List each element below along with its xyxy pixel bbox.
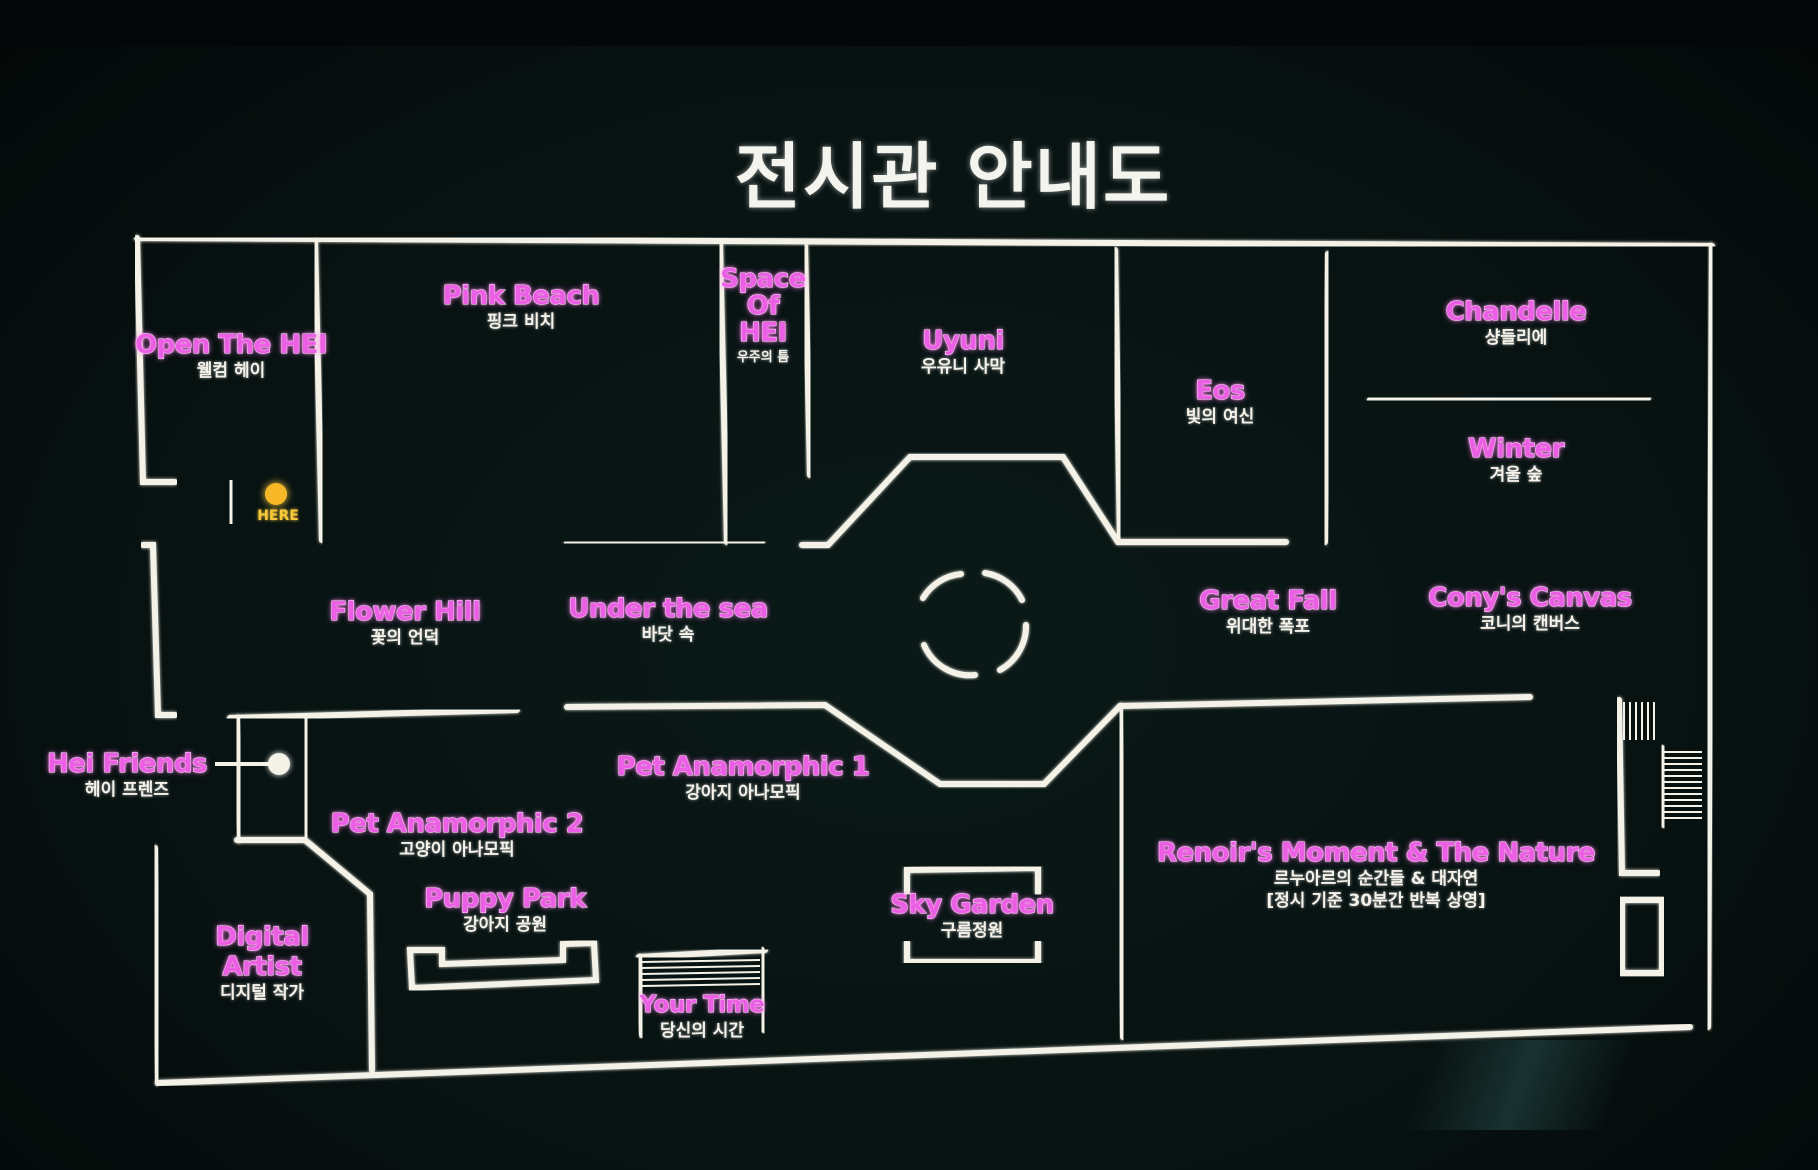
room-renoirs-moment: Renoir's Moment & The Nature 르누아르의 순간들 &… (1156, 838, 1596, 912)
room-name: Cony's Canvas (1428, 583, 1633, 614)
room-name-ko: 웰컴 헤이 (196, 361, 266, 381)
room-your-time: Your Time 당신의 시간 (639, 990, 765, 1042)
room-name: Pet Anamorphic 2 (330, 809, 584, 840)
room-name-ko: 강아지 공원 (462, 915, 548, 935)
room-name-ko: 당신의 시간 (659, 1021, 745, 1041)
room-eos: Eos 빛의 여신 (1186, 376, 1254, 428)
floor-reflection (1403, 1040, 1637, 1130)
room-name-ko: 헤이 프렌즈 (84, 780, 170, 800)
room-puppy-park: Puppy Park 강아지 공원 (424, 884, 587, 936)
stairs-your-time (641, 959, 761, 987)
room-name-ko: 코니의 캔버스 (1480, 614, 1580, 634)
room-name: Open The HEI (134, 330, 328, 361)
room-name: Artist (222, 952, 303, 983)
room-winter: Winter 겨울 숲 (1468, 434, 1566, 486)
you-are-here-icon (265, 483, 287, 505)
room-chandelle: Chandelle 샹들리에 (1445, 297, 1587, 349)
room-hei-friends: Hei Friends 헤이 프렌즈 (47, 749, 208, 801)
room-flower-hill: Flower Hill 꽃의 언덕 (329, 597, 482, 649)
room-name-ko: 꽃의 언덕 (370, 628, 440, 648)
room-uyuni: Uyuni 우유니 사막 (921, 326, 1005, 378)
room-open-the-hei: Open The HEI 웰컴 헤이 (134, 330, 328, 382)
room-name: HEI (739, 318, 788, 348)
room-pet-anamorphic-1: Pet Anamorphic 1 강아지 아나모픽 (616, 752, 870, 804)
room-name-ko: 고양이 아나모픽 (399, 840, 515, 860)
room-pet-anamorphic-2: Pet Anamorphic 2 고양이 아나모픽 (330, 809, 584, 861)
room-name: Hei Friends (47, 749, 208, 780)
room-name: Eos (1195, 376, 1246, 407)
room-under-the-sea: Under the sea 바닷 속 (568, 594, 769, 646)
room-name-ko: 빛의 여신 (1185, 407, 1255, 427)
room-name: Flower Hill (329, 597, 482, 628)
room-name: Sky Garden (890, 890, 1055, 921)
room-name: Your Time (639, 992, 765, 1019)
room-name: Winter (1468, 434, 1566, 465)
central-circle-icon (920, 570, 1030, 679)
room-space-of-hei: Space Of HEI 우주의 틈 (720, 264, 807, 369)
room-name-ko: 르누아르의 순간들 & 대자연 (1273, 869, 1479, 889)
walls (134, 235, 1715, 1086)
room-name-ko: 디지털 작가 (219, 983, 305, 1003)
room-name-ko: 겨울 숲 (1489, 465, 1543, 485)
room-name-ko: 샹들리에 (1484, 328, 1548, 348)
room-name: Of (746, 291, 780, 321)
screening-note: [정시 기준 30분간 반복 상영] (1266, 891, 1486, 911)
room-conys-canvas: Cony's Canvas 코니의 캔버스 (1428, 583, 1633, 635)
room-name: Digital (215, 922, 310, 953)
room-name: Renoir's Moment & The Nature (1156, 838, 1596, 869)
hei-friends-marker-icon (268, 753, 290, 775)
room-great-fall: Great Fall 위대한 폭포 (1199, 586, 1338, 638)
stairs-top-right (1623, 702, 1655, 740)
room-name-ko: 핑크 비치 (486, 312, 556, 332)
stairs-right (1664, 751, 1702, 819)
room-name: Puppy Park (424, 884, 587, 915)
screen-top-edge (0, 0, 1818, 46)
room-name-ko: 바닷 속 (641, 625, 695, 645)
room-name-ko: 위대한 폭포 (1225, 617, 1311, 637)
room-name: Uyuni (922, 326, 1005, 357)
room-name: Pink Beach (442, 281, 600, 312)
room-name: Under the sea (568, 594, 769, 625)
room-pink-beach: Pink Beach 핑크 비치 (442, 281, 600, 333)
room-name: Great Fall (1199, 586, 1338, 617)
here-label: HERE (257, 508, 299, 524)
room-name: Chandelle (1445, 297, 1587, 328)
room-name-ko: 우유니 사막 (920, 357, 1006, 377)
room-name: Space (720, 264, 807, 294)
room-name-ko: 강아지 아나모픽 (685, 783, 801, 803)
room-sky-garden: Sky Garden 구름정원 (890, 890, 1055, 942)
room-digital-artist: Digital Artist 디지털 작가 (215, 922, 310, 1004)
room-name: Pet Anamorphic 1 (616, 752, 870, 783)
room-name-ko: 우주의 틈 (736, 350, 790, 365)
room-name-ko: 구름정원 (940, 921, 1004, 941)
map-title: 전시관 안내도 (734, 135, 1172, 219)
